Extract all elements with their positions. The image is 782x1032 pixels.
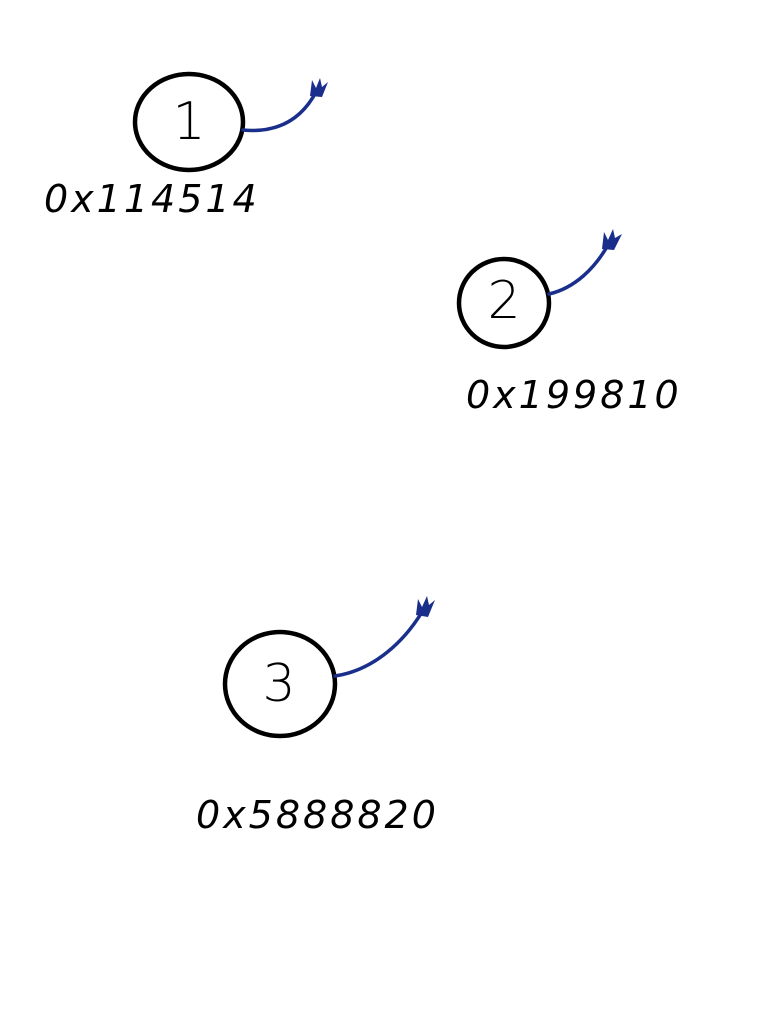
node-circle [222, 629, 338, 739]
node-address: 0x199810 [466, 373, 682, 417]
node-1: 1 0x114514 [44, 71, 328, 221]
node-2: 2 0x199810 [456, 229, 682, 417]
node-3: 3 0x5888820 [196, 596, 439, 837]
node-circle [456, 256, 552, 350]
node-circle [132, 71, 246, 173]
pointer-arrow [333, 610, 424, 678]
pointer-arrowhead [310, 78, 328, 97]
node-number: 1 [172, 92, 205, 152]
node-number: 2 [487, 271, 520, 331]
node-address: 0x5888820 [196, 793, 439, 837]
pointer-arrow [241, 90, 318, 133]
pointer-arrowhead [416, 596, 435, 617]
node-number: 3 [262, 654, 295, 714]
pointer-arrow [547, 243, 610, 296]
node-address: 0x114514 [44, 177, 260, 221]
pointer-arrowhead [602, 229, 622, 250]
